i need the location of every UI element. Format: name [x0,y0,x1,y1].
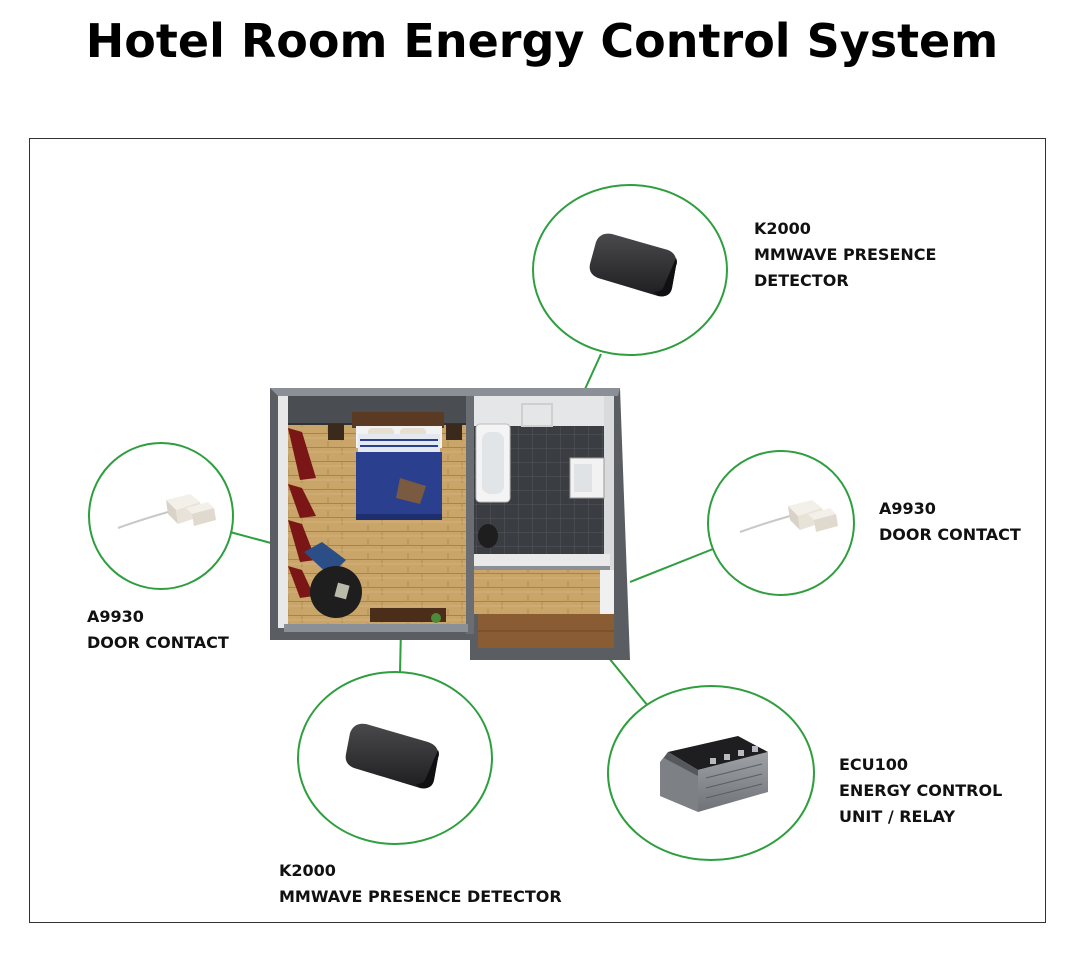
energy-control-unit-icon [660,736,768,812]
device-model: K2000 [754,219,811,238]
label-bottom-presence: K2000 MMWAVE PRESENCE DETECTOR [279,858,562,910]
presence-detector-icon [589,233,677,297]
label-top-presence: K2000 MMWAVE PRESENCE DETECTOR [754,216,936,294]
device-model: ECU100 [839,755,909,774]
device-description: MMWAVE PRESENCE DETECTOR [279,887,562,906]
diagram-frame [29,138,1046,923]
connector-right-door [629,548,714,583]
device-description: DOOR CONTACT [87,633,229,652]
device-model: K2000 [279,861,336,880]
label-left-door: A9930 DOOR CONTACT [87,604,229,656]
door-contact-icon [117,494,216,529]
device-description: ENERGY CONTROL [839,781,1003,800]
page-title: Hotel Room Energy Control System [85,14,999,68]
label-right-door: A9930 DOOR CONTACT [879,496,1021,548]
circle-left-door [88,442,234,590]
entrance-floor [474,570,600,614]
device-model: A9930 [87,607,144,626]
toilet [478,524,498,548]
device-description: DOOR CONTACT [879,525,1021,544]
device-model: A9930 [879,499,936,518]
device-description: DETECTOR [754,271,849,290]
door-contact-icon [739,500,838,533]
circle-right-door [707,450,855,596]
device-description: UNIT / RELAY [839,807,956,826]
room-floor-plan [270,388,630,660]
label-ecu: ECU100 ENERGY CONTROL UNIT / RELAY [839,752,1002,830]
desk [370,608,446,622]
device-description: MMWAVE PRESENCE [754,245,937,264]
bed [352,412,444,520]
presence-detector-icon [345,723,439,789]
